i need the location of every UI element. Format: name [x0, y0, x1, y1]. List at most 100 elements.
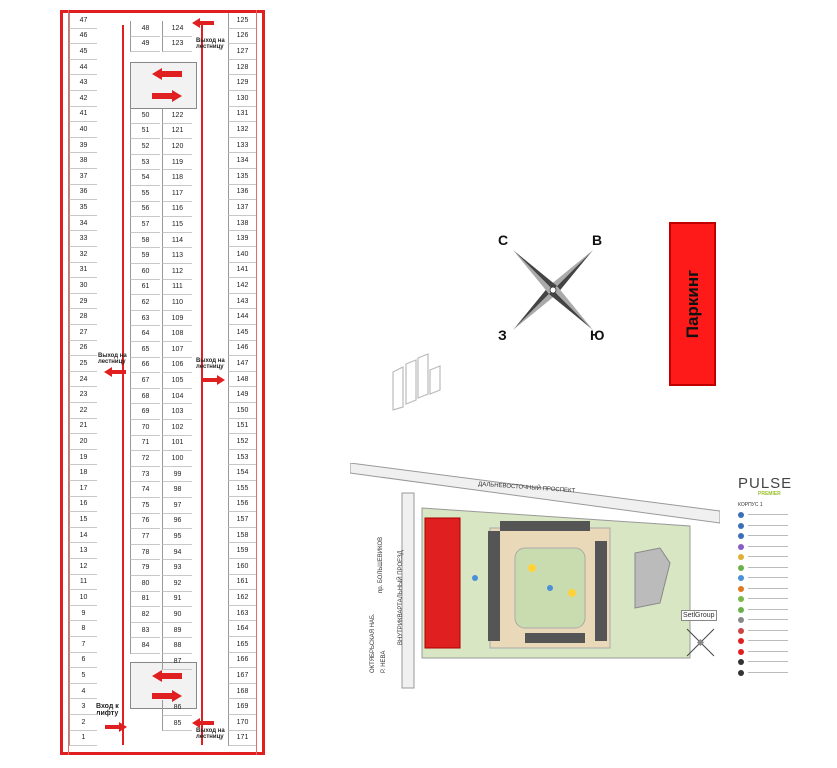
parking-stall: 66: [130, 357, 160, 374]
arrow-icon: [152, 690, 182, 702]
legend-line: [748, 524, 788, 526]
brand-sub: PREMIER: [758, 491, 781, 497]
compass-north: С: [498, 232, 509, 248]
aisle-wall-right: [201, 25, 203, 745]
parking-stall: 40: [69, 122, 97, 138]
parking-stall: 53: [130, 154, 160, 171]
parking-stall: 133: [228, 137, 256, 154]
parking-stall: 87: [162, 654, 192, 670]
legend-symbol-icon: [738, 659, 744, 665]
parking-stall: 168: [228, 683, 256, 700]
parking-stall: 151: [228, 418, 256, 435]
parking-stall: 43: [69, 75, 97, 91]
legend-line: [748, 566, 788, 568]
parking-stall: 63: [130, 310, 160, 327]
legend-symbol-icon: [738, 585, 744, 592]
parking-stall: 23: [69, 387, 97, 403]
parking-stall: 31: [69, 262, 97, 279]
parking-stall: 6: [69, 652, 97, 669]
parking-stall: 15: [69, 512, 97, 528]
exit-arrow-icon: [192, 18, 214, 28]
legend-line: [748, 598, 788, 599]
neighbor-label: SetlGroup: [681, 610, 717, 621]
parking-stall: 170: [228, 715, 256, 731]
legend-line: [748, 640, 788, 641]
parking-stall: 79: [130, 560, 160, 576]
parking-stall: 42: [69, 91, 97, 107]
parking-stall: 97: [162, 498, 192, 514]
parking-stall: 122: [162, 108, 192, 124]
legend-symbol-icon: [738, 512, 744, 518]
exit-label-left: Выход на лестницу: [98, 353, 127, 366]
parking-stall: 165: [228, 637, 256, 653]
aisle-wall-left: [122, 25, 124, 745]
parking-stall: 116: [162, 201, 192, 218]
parking-stall: 147: [228, 356, 256, 372]
parking-stall: 7: [69, 637, 97, 653]
parking-stall: 113: [162, 248, 192, 264]
parking-stall: 56: [130, 201, 160, 218]
legend-line: [748, 587, 788, 589]
parking-stall: 86: [162, 700, 192, 716]
site-compass-icon: [686, 628, 715, 657]
parking-stall: 4: [69, 683, 97, 700]
legend-symbol-icon: [738, 533, 744, 539]
parking-stall: 159: [228, 543, 256, 559]
parking-stall: 64: [130, 326, 160, 342]
exit-arrow-icon: [203, 375, 225, 385]
parking-stall: 143: [228, 293, 256, 310]
parking-stall: 107: [162, 342, 192, 358]
parking-stall: 156: [228, 496, 256, 513]
ramp-top: [130, 62, 197, 109]
parking-stall: 33: [69, 231, 97, 247]
parking-stall: 158: [228, 527, 256, 544]
parking-stall: 119: [162, 154, 192, 171]
legend-symbol-icon: [738, 564, 744, 571]
parking-stall: 27: [69, 325, 97, 341]
exit-label-top: Выход на лестницу: [196, 38, 225, 51]
compass-south: Ю: [590, 327, 605, 343]
compass-east: В: [592, 232, 603, 248]
parking-stall: 111: [162, 279, 192, 296]
parking-stall: 48: [130, 21, 160, 37]
parking-stall: 155: [228, 481, 256, 497]
parking-stall: 135: [228, 169, 256, 185]
parking-stall: 126: [228, 28, 256, 45]
legend-symbol-icon: [738, 575, 744, 581]
parking-stall: 102: [162, 420, 192, 436]
parking-stall: 114: [162, 232, 192, 249]
parking-stall: 72: [130, 451, 160, 467]
parking-stall: 146: [228, 340, 256, 357]
parking-stall: 129: [228, 75, 256, 91]
parking-stall: 69: [130, 404, 160, 420]
parking-stall: 154: [228, 465, 256, 481]
parking-stall: 78: [130, 544, 160, 561]
parking-stall: 93: [162, 560, 192, 576]
parking-stall: 152: [228, 434, 256, 450]
parking-stall: 83: [130, 622, 160, 639]
parking-stall: 139: [228, 231, 256, 247]
parking-stall: 142: [228, 278, 256, 294]
site-plan: ДАЛЬНЕВОСТОЧНЫЙ ПРОСПЕКТ пр. БОЛЬШЕВИКОВ…: [350, 463, 720, 703]
parking-stall: 153: [228, 449, 256, 466]
parking-stall: 49: [130, 36, 160, 53]
parking-stall: 75: [130, 498, 160, 514]
parking-label: Паркинг: [682, 269, 702, 339]
parking-stall: 92: [162, 576, 192, 592]
parking-stall: 164: [228, 621, 256, 637]
parking-stall: 145: [228, 325, 256, 341]
parking-stall: 70: [130, 420, 160, 436]
korpus-label: КОРПУС 1: [738, 502, 763, 508]
parking-stall: 84: [130, 638, 160, 654]
parking-stall: 60: [130, 264, 160, 280]
parking-stall: 16: [69, 496, 97, 513]
legend-symbol-icon: [738, 522, 744, 529]
parking-stall: 39: [69, 137, 97, 154]
parking-stall: 81: [130, 591, 160, 608]
parking-stall: 85: [162, 715, 192, 732]
parking-stall: 82: [130, 607, 160, 623]
parking-stall: 100: [162, 451, 192, 467]
legend-symbol-icon: [738, 617, 744, 623]
parking-stall: 148: [228, 371, 256, 388]
parking-stall: 150: [228, 403, 256, 419]
